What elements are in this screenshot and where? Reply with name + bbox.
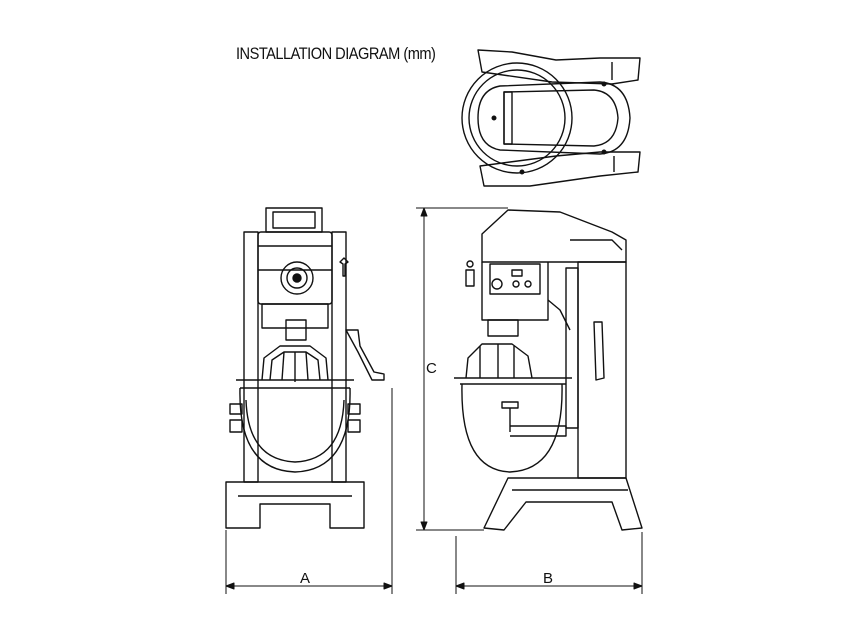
front-view [225,207,385,529]
top-view [461,49,641,187]
side-view [454,209,643,531]
dimension-c-label: C [426,360,437,377]
dimension-b-label: B [543,570,553,587]
dimension-a-label: A [300,570,310,587]
diagram-title: INSTALLATION DIAGRAM (mm) [236,44,436,63]
dimension-lines [225,207,643,594]
